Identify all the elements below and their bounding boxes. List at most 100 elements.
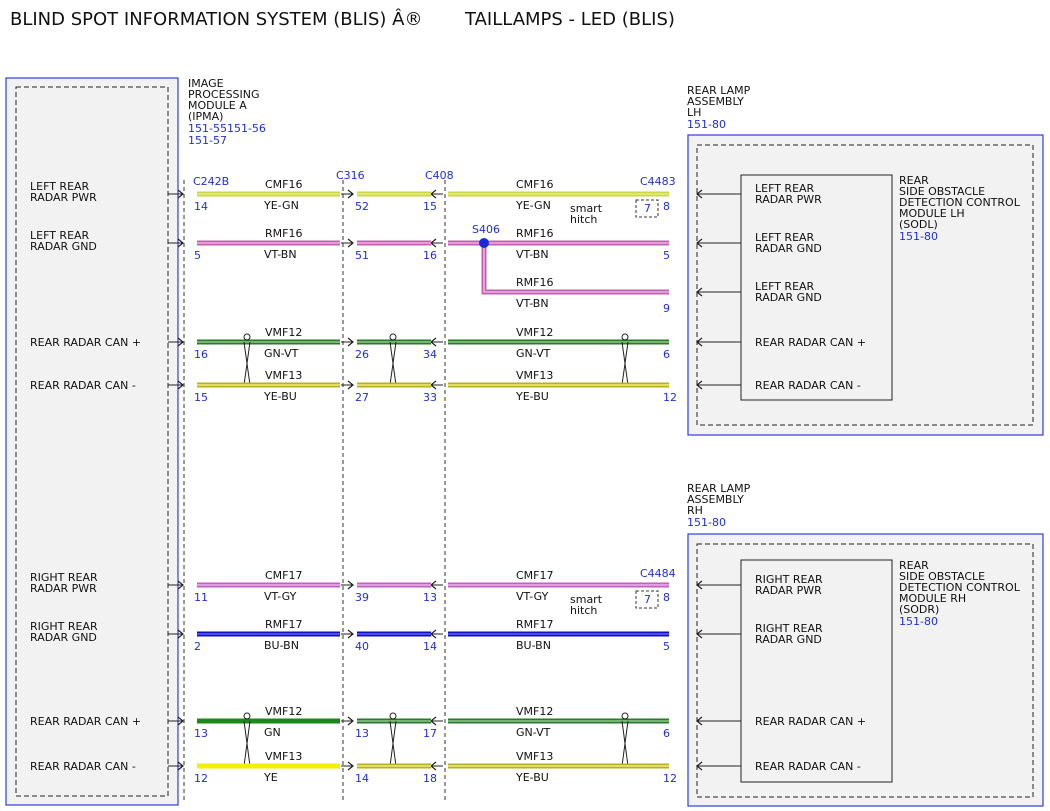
svg-text:MODULE LH: MODULE LH: [899, 207, 965, 220]
arrow-right-icon: [347, 580, 354, 590]
pin-number: 18: [423, 772, 437, 785]
pin-number: 14: [423, 640, 437, 653]
pin-number: 5: [194, 249, 201, 262]
pin-number: 11: [194, 591, 208, 604]
arrow-right-icon: [347, 716, 354, 726]
left-pin-label: RADAR GND: [30, 240, 97, 253]
pin-number: 5: [663, 249, 670, 262]
left-pin-label: REAR RADAR CAN -: [30, 760, 136, 773]
circuit-code: VMF13: [265, 369, 302, 382]
arrow-left-icon: [696, 716, 703, 726]
lh-assembly-label: REAR LAMP ASSEMBLY LH 151-80: [687, 84, 751, 131]
wire-color-code: VT-BN: [264, 248, 297, 261]
arrow-left-icon: [696, 238, 703, 248]
splice-branch-wire: [481, 243, 669, 295]
svg-text:DETECTION CONTROL: DETECTION CONTROL: [899, 581, 1021, 594]
pin-number: 13: [355, 727, 369, 740]
wire-color-code: YE-BU: [515, 771, 549, 784]
pin-number: 8: [663, 591, 670, 604]
svg-text:ASSEMBLY: ASSEMBLY: [687, 95, 744, 108]
wire-color-code: YE-BU: [263, 390, 297, 403]
svg-text:LH: LH: [687, 106, 701, 119]
module-pin-label: REAR RADAR CAN +: [755, 336, 866, 349]
module-pin-label: REAR RADAR CAN +: [755, 715, 866, 728]
circuit-code: VMF13: [516, 369, 553, 382]
pin-number: 51: [355, 249, 369, 262]
connector-c408-label: C408: [425, 169, 454, 182]
module-pin-label: LEFT REAR: [755, 231, 815, 244]
wire-color-code: VT-GY: [264, 590, 297, 603]
svg-text:hitch: hitch: [570, 604, 597, 617]
svg-text:(SODL): (SODL): [899, 218, 938, 231]
wire-color-code: YE: [263, 771, 278, 784]
twisted-pair-knot: [389, 333, 397, 341]
arrow-right-icon: [347, 238, 354, 248]
left-pin-label: REAR RADAR CAN -: [30, 379, 136, 392]
circuit-code: VMF13: [516, 750, 553, 763]
pin-number: 39: [355, 591, 369, 604]
rh-assembly-label: REAR LAMP ASSEMBLY RH 151-80: [687, 482, 751, 529]
wire-color-code: GN-VT: [516, 347, 551, 360]
arrow-right-icon: [347, 337, 354, 347]
arrow-right-icon: [347, 380, 354, 390]
pin-number: 14: [355, 772, 369, 785]
circuit-code: VMF12: [265, 705, 302, 718]
arrow-right-icon: [347, 629, 354, 639]
pin-number: 8: [663, 200, 670, 213]
arrow-right-icon: [347, 189, 354, 199]
twisted-pair-icon: [243, 341, 251, 386]
twisted-pair-icon: [389, 341, 397, 386]
arrow-left-icon: [696, 337, 703, 347]
pin-number: 16: [194, 348, 208, 361]
arrow-left-icon: [696, 189, 703, 199]
arrow-left-icon: [696, 380, 703, 390]
svg-text:(SODR): (SODR): [899, 603, 939, 616]
lh-assembly-inner-box: [696, 144, 1034, 426]
arrow-left-icon: [696, 287, 703, 297]
svg-text:151-80: 151-80: [899, 230, 938, 243]
svg-text:MODULE A: MODULE A: [188, 99, 247, 112]
left-pin-label: REAR RADAR CAN +: [30, 336, 141, 349]
svg-text:7: 7: [644, 202, 651, 215]
left-pin-label: RADAR PWR: [30, 582, 97, 595]
wire-color-code: GN: [264, 726, 281, 739]
circuit-row: REAR RADAR CAN -REAR RADAR CAN -VMF13YE-…: [30, 369, 861, 404]
circuit-row: REAR RADAR CAN -REAR RADAR CAN -VMF13YEV…: [30, 750, 861, 785]
pin-number: 12: [663, 772, 677, 785]
connector-c242b-label: C242B: [193, 175, 229, 188]
twisted-pair-knot: [621, 712, 629, 720]
wire-color-code: YE-BU: [515, 390, 549, 403]
pin-number: 16: [423, 249, 437, 262]
pin-number: 2: [194, 640, 201, 653]
svg-text:REAR LAMP: REAR LAMP: [687, 482, 751, 495]
pin-number: 14: [194, 200, 208, 213]
module-pin-label: LEFT REAR: [755, 280, 815, 293]
circuit-code: RMF16: [516, 227, 553, 240]
left-pin-label: RIGHT REAR: [30, 571, 98, 584]
circuit-code: CMF17: [516, 569, 554, 582]
pin-number: 12: [663, 391, 677, 404]
svg-text:REAR: REAR: [899, 174, 929, 187]
smart-hitch-rh: smart hitch 7: [570, 590, 659, 617]
pin-number: 6: [663, 727, 670, 740]
wire-color-code: YE-GN: [263, 199, 299, 212]
svg-text:IMAGE: IMAGE: [188, 77, 224, 90]
module-pin-label: RIGHT REAR: [755, 573, 823, 586]
module-pin-label: RIGHT REAR: [755, 622, 823, 635]
svg-text:7: 7: [644, 593, 651, 606]
pin-number: 12: [194, 772, 208, 785]
circuit-code: RMF16: [516, 276, 553, 289]
circuit-row: REAR RADAR CAN +REAR RADAR CAN +VMF12GN-…: [30, 326, 866, 386]
connector-c4484-label: C4484: [640, 567, 676, 580]
module-pin-label: RADAR PWR: [755, 584, 822, 597]
twisted-pair-knot: [243, 712, 251, 720]
pin-number: 26: [355, 348, 369, 361]
svg-text:SIDE OBSTACLE: SIDE OBSTACLE: [899, 185, 985, 198]
arrow-left-icon: [696, 580, 703, 590]
svg-text:151-80: 151-80: [687, 118, 726, 131]
left-pin-label: LEFT REAR: [30, 229, 90, 242]
circuit-code: VMF12: [516, 705, 553, 718]
connector-c4483-label: C4483: [640, 175, 676, 188]
